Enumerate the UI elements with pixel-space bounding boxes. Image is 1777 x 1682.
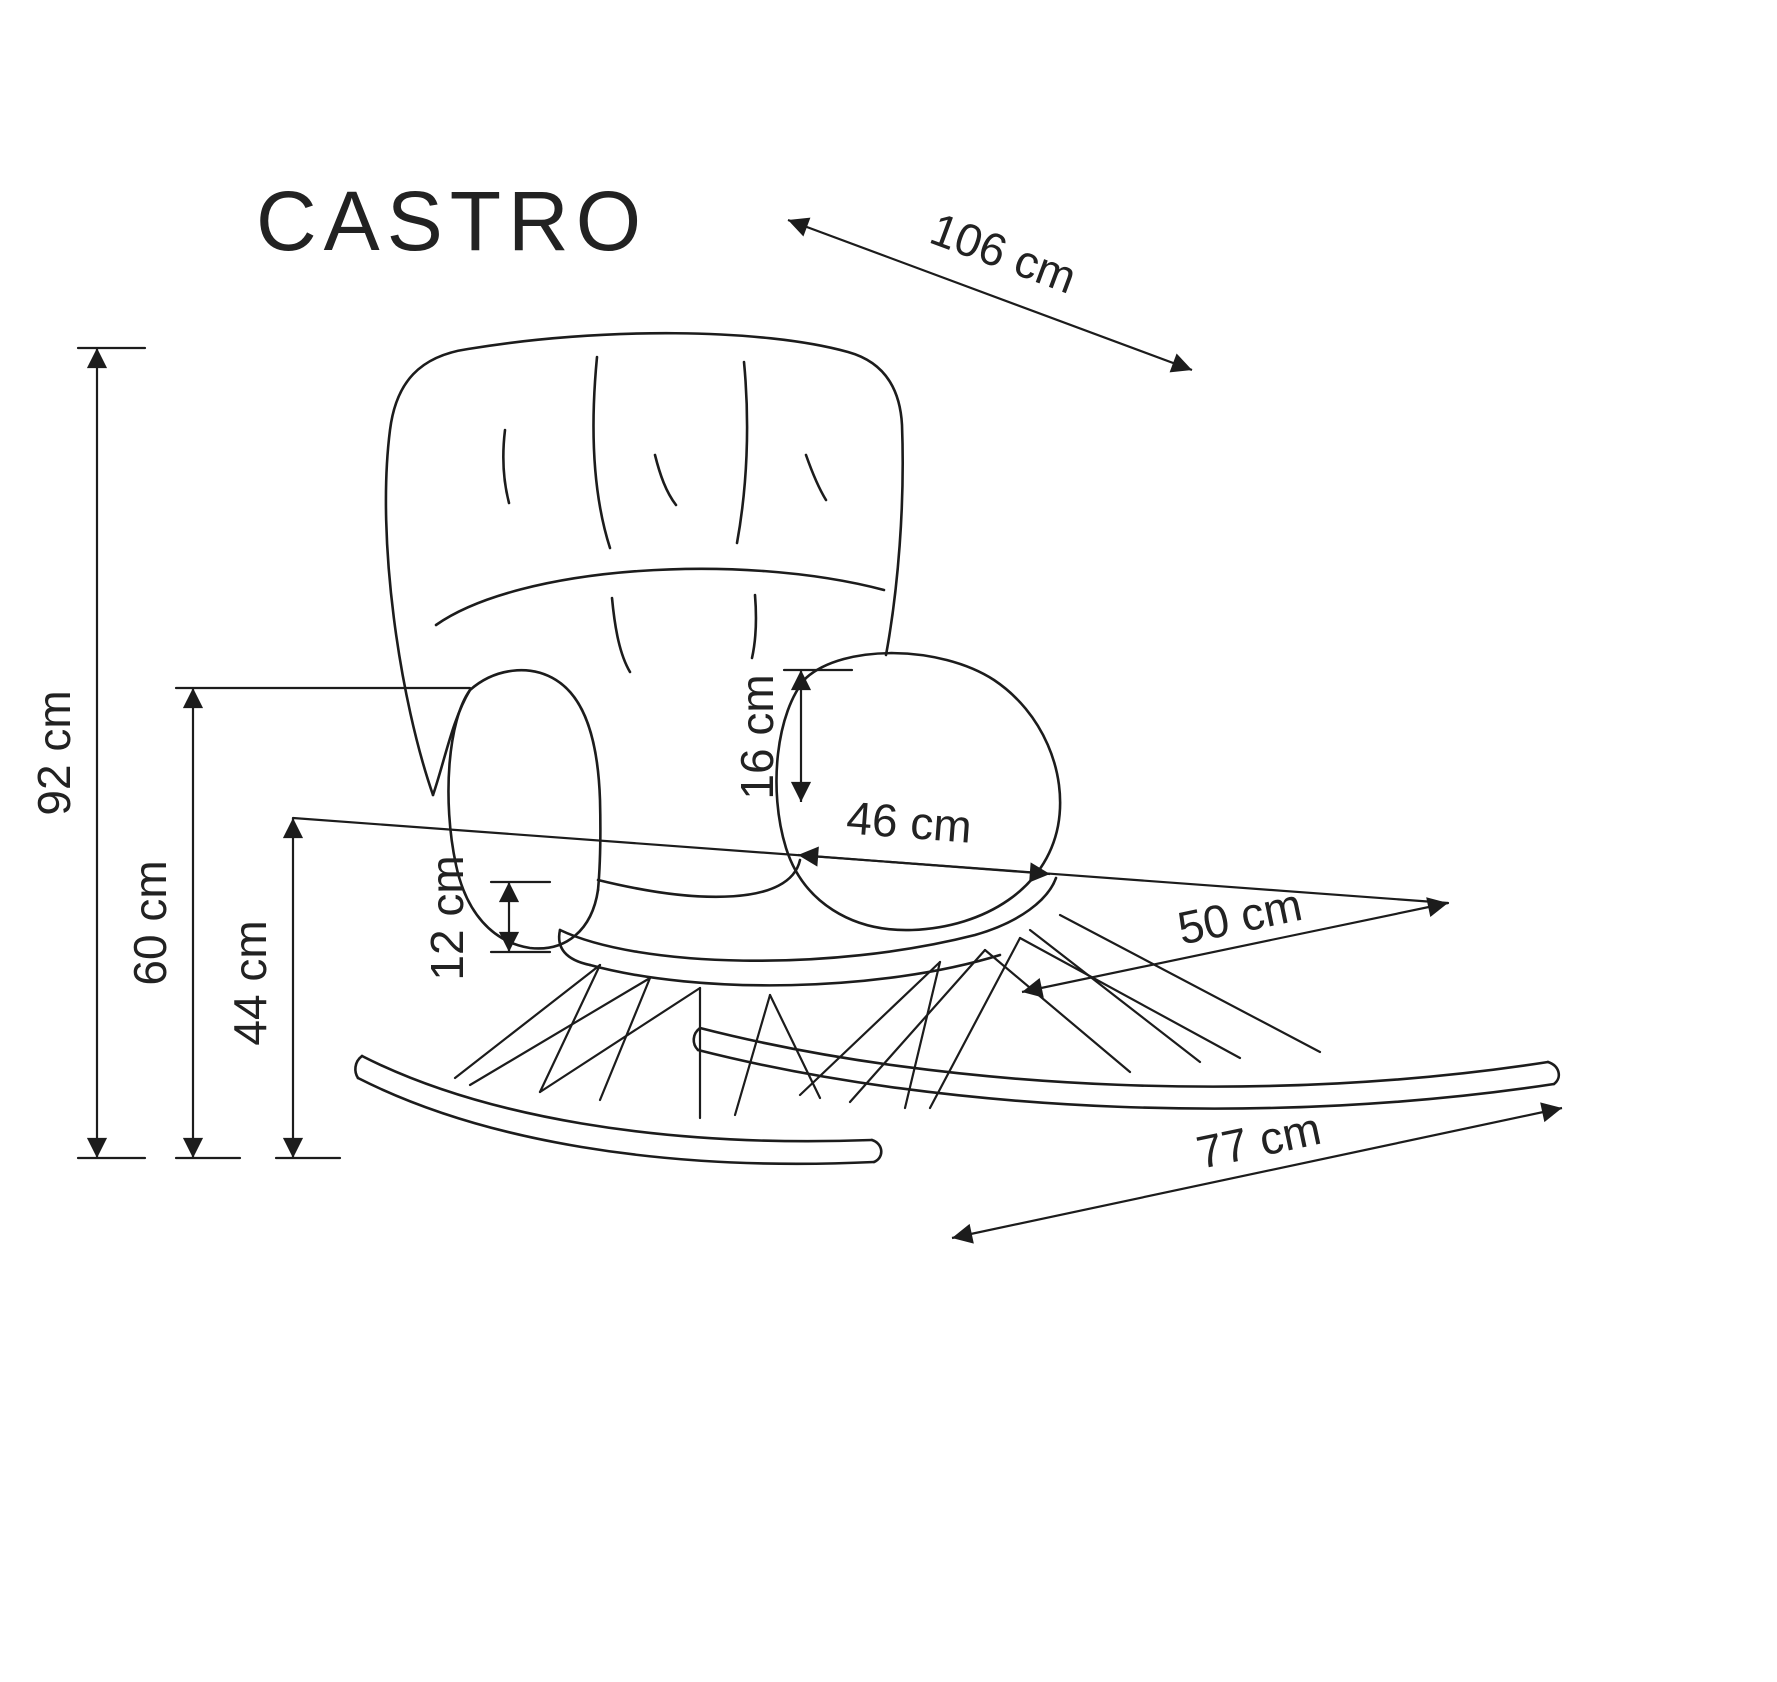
dim-seat-width-46-label: 46 cm (845, 791, 974, 852)
seat-side (557, 928, 592, 967)
dim-height-92-label: 92 cm (28, 690, 80, 815)
headrest-crease-right (735, 360, 749, 545)
dim-rocker-offset-12: 12 cm (421, 855, 552, 981)
left-armrest-outer (447, 688, 600, 950)
headrest-seam (434, 567, 886, 627)
backrest-crease-left (610, 596, 632, 674)
product-title: CASTRO (256, 174, 648, 268)
dim-depth-106: 106 cm (787, 202, 1193, 373)
right-armrest (775, 651, 1062, 932)
dim-width-77: 77 cm (951, 1102, 1563, 1244)
rocking-chair-drawing (354, 331, 1561, 1166)
seat-skirt (588, 953, 1002, 987)
seat-top-edge (596, 858, 802, 899)
left-armrest-inner (468, 668, 602, 892)
dim-depth-106-label: 106 cm (924, 202, 1084, 303)
dim-seat-height-44: 44 cm (224, 818, 342, 1160)
dim-seat-depth-50-label: 50 cm (1173, 878, 1306, 955)
backrest-crease-right (750, 593, 758, 660)
dim-armrest-over-seat-16-label: 16 cm (731, 674, 783, 799)
dim-seat-height-44-label: 44 cm (224, 920, 276, 1045)
headrest-tuft-left (502, 428, 511, 505)
dim-width-77-label: 77 cm (1192, 1102, 1325, 1179)
dim-armrest-height-60-label: 60 cm (124, 860, 176, 985)
headrest-tuft-right (804, 453, 828, 502)
headrest-tuft-mid (653, 453, 678, 507)
left-rocker (354, 1054, 883, 1166)
dim-rocker-offset-12-label: 12 cm (421, 855, 473, 980)
dim-height-92: 92 cm (28, 346, 147, 1160)
backrest-outline (384, 331, 904, 797)
dim-armrest-height-60: 60 cm (124, 686, 472, 1160)
dim-armrest-over-seat-16: 16 cm (731, 668, 854, 802)
headrest-crease-left (592, 355, 612, 550)
dim-seat-width-46: 46 cm (797, 791, 1051, 883)
